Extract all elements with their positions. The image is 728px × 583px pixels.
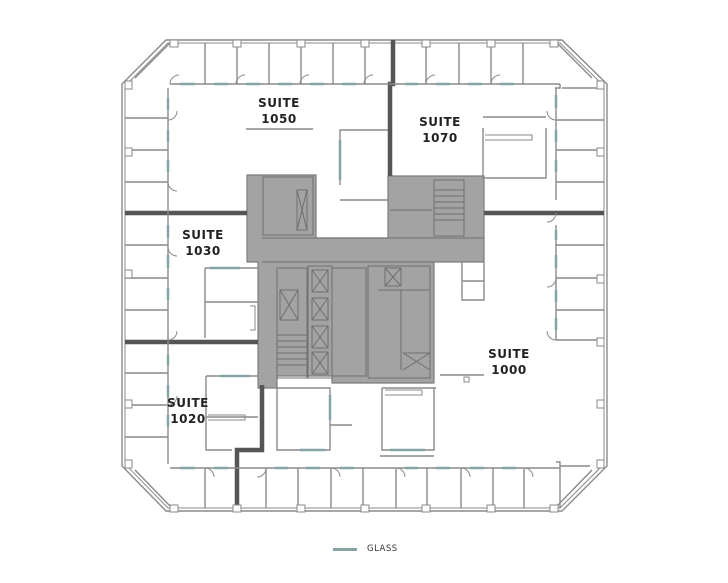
suite-1030-label: SUITE 1030 [178,227,228,259]
suite-1020-number: 1020 [170,412,206,426]
suite-1000-number: 1000 [491,363,527,377]
suite-1000-line1: SUITE [488,347,530,361]
suite-1070-number: 1070 [422,131,458,145]
suite-1000-label: SUITE 1000 [484,346,534,378]
suite-1050-line1: SUITE [258,96,300,110]
suite-1070-line1: SUITE [419,115,461,129]
doors [167,74,557,478]
suite-1020-line1: SUITE [167,396,209,410]
suite-1020-label: SUITE 1020 [163,395,213,427]
legend: GLASS [333,544,398,554]
suite-1030-line1: SUITE [182,228,224,242]
suite-1070-label: SUITE 1070 [415,114,465,146]
columns [124,39,605,513]
suite-1050-number: 1050 [261,112,297,126]
glass-partitions [166,82,558,470]
building-core [246,174,485,389]
suite-1050-label: SUITE 1050 [254,95,304,127]
glass-swatch [333,547,357,551]
suite-1030-number: 1030 [185,244,221,258]
legend-glass-label: GLASS [367,544,398,554]
